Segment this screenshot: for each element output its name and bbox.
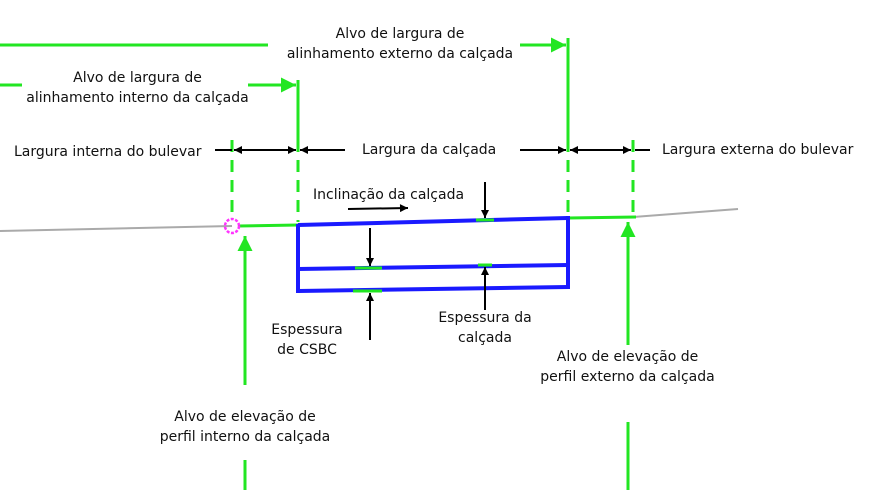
sidewalk-slope-label: Inclinação da calçada	[313, 187, 465, 203]
target-lines	[0, 37, 637, 490]
label-line: Alvo de elevação de	[174, 409, 316, 425]
csbc-thickness-label: Espessura de CSBC	[262, 320, 352, 360]
origin-marker-icon	[223, 217, 241, 235]
inner-profile-elevation-label: Alvo de elevação de perfil interno da ca…	[140, 407, 350, 447]
thickness-marks	[353, 218, 494, 293]
label-line: Espessura da	[438, 310, 532, 326]
sidewalk-width-label: Largura da calçada	[362, 142, 497, 158]
label-line: Espessura	[271, 322, 343, 338]
inner-boulevard-width-label: Largura interna do bulevar	[14, 144, 202, 160]
label-line: alinhamento externo da calçada	[286, 46, 514, 62]
outer-profile-elevation-label: Alvo de elevação de perfil externo da ca…	[515, 347, 740, 387]
dimension-arrows	[215, 146, 650, 340]
outer-boulevard-width-label: Largura externa do bulevar	[662, 142, 854, 158]
label-line: alinhamento interno da calçada	[26, 90, 249, 106]
sidewalk-structure	[296, 216, 570, 293]
label-line: perfil interno da calçada	[159, 429, 331, 445]
inner-alignment-width-label: Alvo de largura de alinhamento interno d…	[10, 68, 265, 108]
label-line: de CSBC	[277, 342, 337, 358]
label-line: calçada	[458, 330, 512, 346]
label-line: perfil externo da calçada	[540, 369, 715, 385]
outer-alignment-width-label: Alvo de largura de alinhamento externo d…	[270, 24, 530, 64]
label-line: Alvo de largura de	[73, 70, 202, 86]
ground-line	[0, 208, 739, 232]
label-line: Alvo de elevação de	[556, 349, 699, 365]
label-line: Alvo de largura de	[335, 26, 465, 42]
sidewalk-thickness-label: Espessura da calçada	[425, 308, 545, 348]
